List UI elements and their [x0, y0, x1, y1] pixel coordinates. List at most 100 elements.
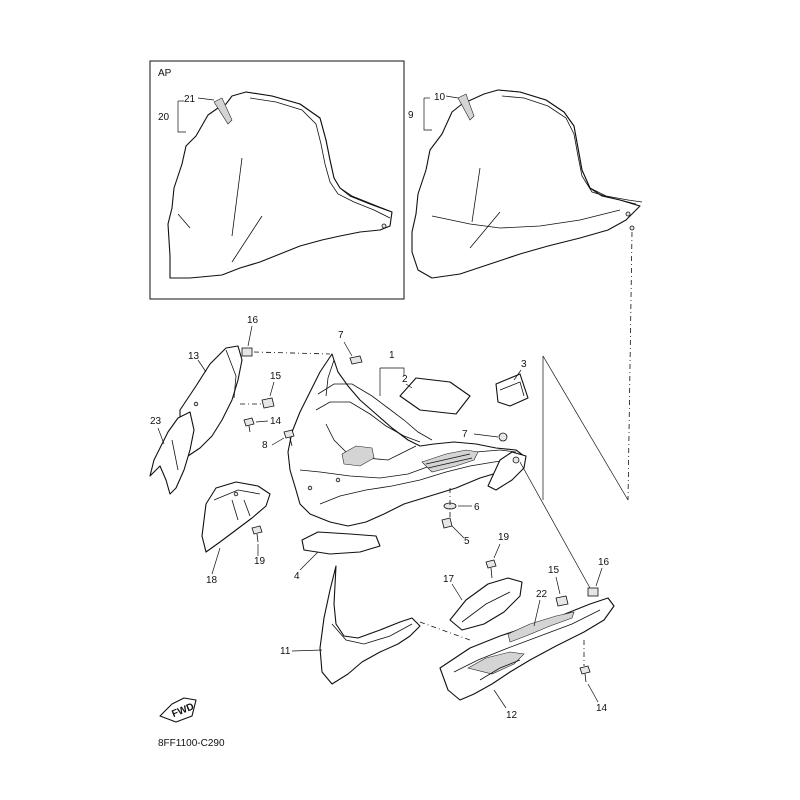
- callout-18: 18: [206, 575, 218, 586]
- left-side-group: 13 23 16 15 14 18 19: [149, 315, 331, 586]
- nut-15-left[interactable]: [261, 397, 275, 409]
- leader-18: [211, 547, 221, 575]
- screw-14-left[interactable]: [243, 417, 255, 427]
- callout-19-left: 19: [254, 556, 266, 567]
- windscreen-std-hole-1: [625, 211, 631, 217]
- callout-1: 1: [389, 350, 395, 361]
- screw-8-shank: [289, 437, 293, 447]
- leader-12: [493, 689, 507, 709]
- leader-13: [197, 359, 207, 373]
- screw-19-left-shank: [256, 533, 259, 543]
- windscreen-ap-trim-inner: [249, 97, 391, 219]
- nut-15-right[interactable]: [555, 595, 569, 607]
- screw-19-right-shank: [490, 567, 493, 579]
- leader-11: [291, 649, 323, 652]
- callout-8: 8: [262, 440, 268, 451]
- fwd-indicator: FWD: [159, 697, 197, 723]
- leader-21: [197, 97, 215, 101]
- leader-16-left: [247, 325, 253, 347]
- callout-15-left: 15: [270, 371, 282, 382]
- leader-15-left: [269, 381, 275, 397]
- callout-15-right: 15: [548, 565, 560, 576]
- windscreen-std-trim-inner: [501, 95, 637, 205]
- fwd-arrow-icon: [159, 697, 197, 723]
- windscreen-std-group: 9 10: [408, 89, 643, 501]
- callout-2: 2: [402, 374, 408, 385]
- leader-5: [451, 525, 465, 539]
- callout-3: 3: [521, 359, 527, 370]
- leader-23: [157, 427, 165, 445]
- fasteners-group: 7 7 8 6 5: [262, 330, 508, 547]
- cowling-vent-slats: [425, 453, 473, 469]
- windscreen-std-lower-edge: [431, 209, 621, 229]
- lower-fairing-outer-ridge: [453, 609, 601, 673]
- leader-16-right-link: [519, 461, 591, 589]
- cowling-hole-b: [307, 485, 313, 491]
- inset-label: AP: [158, 68, 172, 79]
- leader-22: [533, 599, 541, 627]
- screw-14-right[interactable]: [579, 665, 591, 675]
- bracket-9: [423, 98, 432, 131]
- bolt-7-top[interactable]: [349, 355, 363, 365]
- leader-17: [451, 583, 463, 601]
- windscreen-std-trim-outer: [497, 89, 643, 203]
- inset-box: [149, 60, 405, 300]
- cowling-hole-a: [335, 477, 341, 483]
- screw-8[interactable]: [283, 429, 295, 439]
- callout-14-right: 14: [596, 703, 608, 714]
- leader-3: [513, 369, 522, 381]
- callout-11: 11: [280, 646, 291, 657]
- callout-17: 17: [443, 574, 455, 585]
- leader-14-left: [255, 420, 269, 423]
- windscreen-ap-trim-outer: [245, 91, 393, 213]
- cowling-inner-edge-2: [315, 401, 421, 443]
- windscreen-standard[interactable]: [411, 89, 641, 279]
- inset-ap-group: AP 20 21: [149, 60, 405, 300]
- screw-19-right[interactable]: [485, 559, 497, 569]
- leader-8: [271, 437, 285, 446]
- grommet-16-left[interactable]: [241, 347, 253, 357]
- callout-23: 23: [150, 416, 162, 427]
- lower-fairing-outer-crease: [479, 659, 521, 681]
- callout-9: 9: [408, 110, 414, 121]
- callout-6: 6: [474, 502, 480, 513]
- bolt-7-right[interactable]: [498, 432, 508, 442]
- side-cover-inner-rib: [225, 349, 237, 399]
- lower-fairing-inner[interactable]: [319, 565, 421, 685]
- screw-14-left-shank: [248, 425, 251, 433]
- fairing-pad-strip[interactable]: [507, 611, 575, 643]
- leader-10: [445, 95, 459, 99]
- rubber-strip-ap[interactable]: [213, 97, 233, 125]
- screw-5[interactable]: [441, 517, 453, 529]
- windscreen-std-reflection-1: [471, 167, 481, 223]
- leader-14-right: [587, 683, 599, 703]
- lower-right-group: 11 12 22 17 19 15 16: [280, 461, 615, 721]
- rubber-strip-standard[interactable]: [457, 93, 475, 121]
- callout-7-right: 7: [462, 429, 468, 440]
- leader-7-top: [343, 341, 353, 357]
- windscreen-ap[interactable]: [167, 91, 393, 279]
- side-cover-inner-hole: [193, 401, 199, 407]
- upper-cowling-group: 1 2 3 4: [287, 350, 529, 582]
- callout-5: 5: [464, 536, 470, 547]
- leader-15-right: [555, 576, 561, 595]
- callout-16-left: 16: [247, 315, 259, 326]
- lower-side-guard-left[interactable]: [201, 481, 271, 553]
- air-duct-seal-inner: [499, 381, 525, 397]
- callout-12: 12: [506, 710, 518, 721]
- axis-16-left: [253, 351, 331, 355]
- leader-4: [299, 551, 319, 571]
- side-cover-outer-left[interactable]: [149, 411, 195, 495]
- callout-13: 13: [188, 351, 200, 362]
- windscreen-ap-reflection-2: [177, 213, 191, 229]
- callout-16-right: 16: [598, 557, 610, 568]
- cowling-left-flange: [325, 359, 335, 397]
- under-cover-plate[interactable]: [301, 531, 381, 555]
- lower-side-guard-hole: [233, 491, 239, 497]
- cowling-pad[interactable]: [399, 377, 471, 415]
- grommet-16-right[interactable]: [587, 587, 599, 597]
- screw-19-left[interactable]: [251, 525, 263, 535]
- alignment-line-right: [627, 231, 633, 501]
- lower-fairing-inner-ridge: [331, 623, 413, 645]
